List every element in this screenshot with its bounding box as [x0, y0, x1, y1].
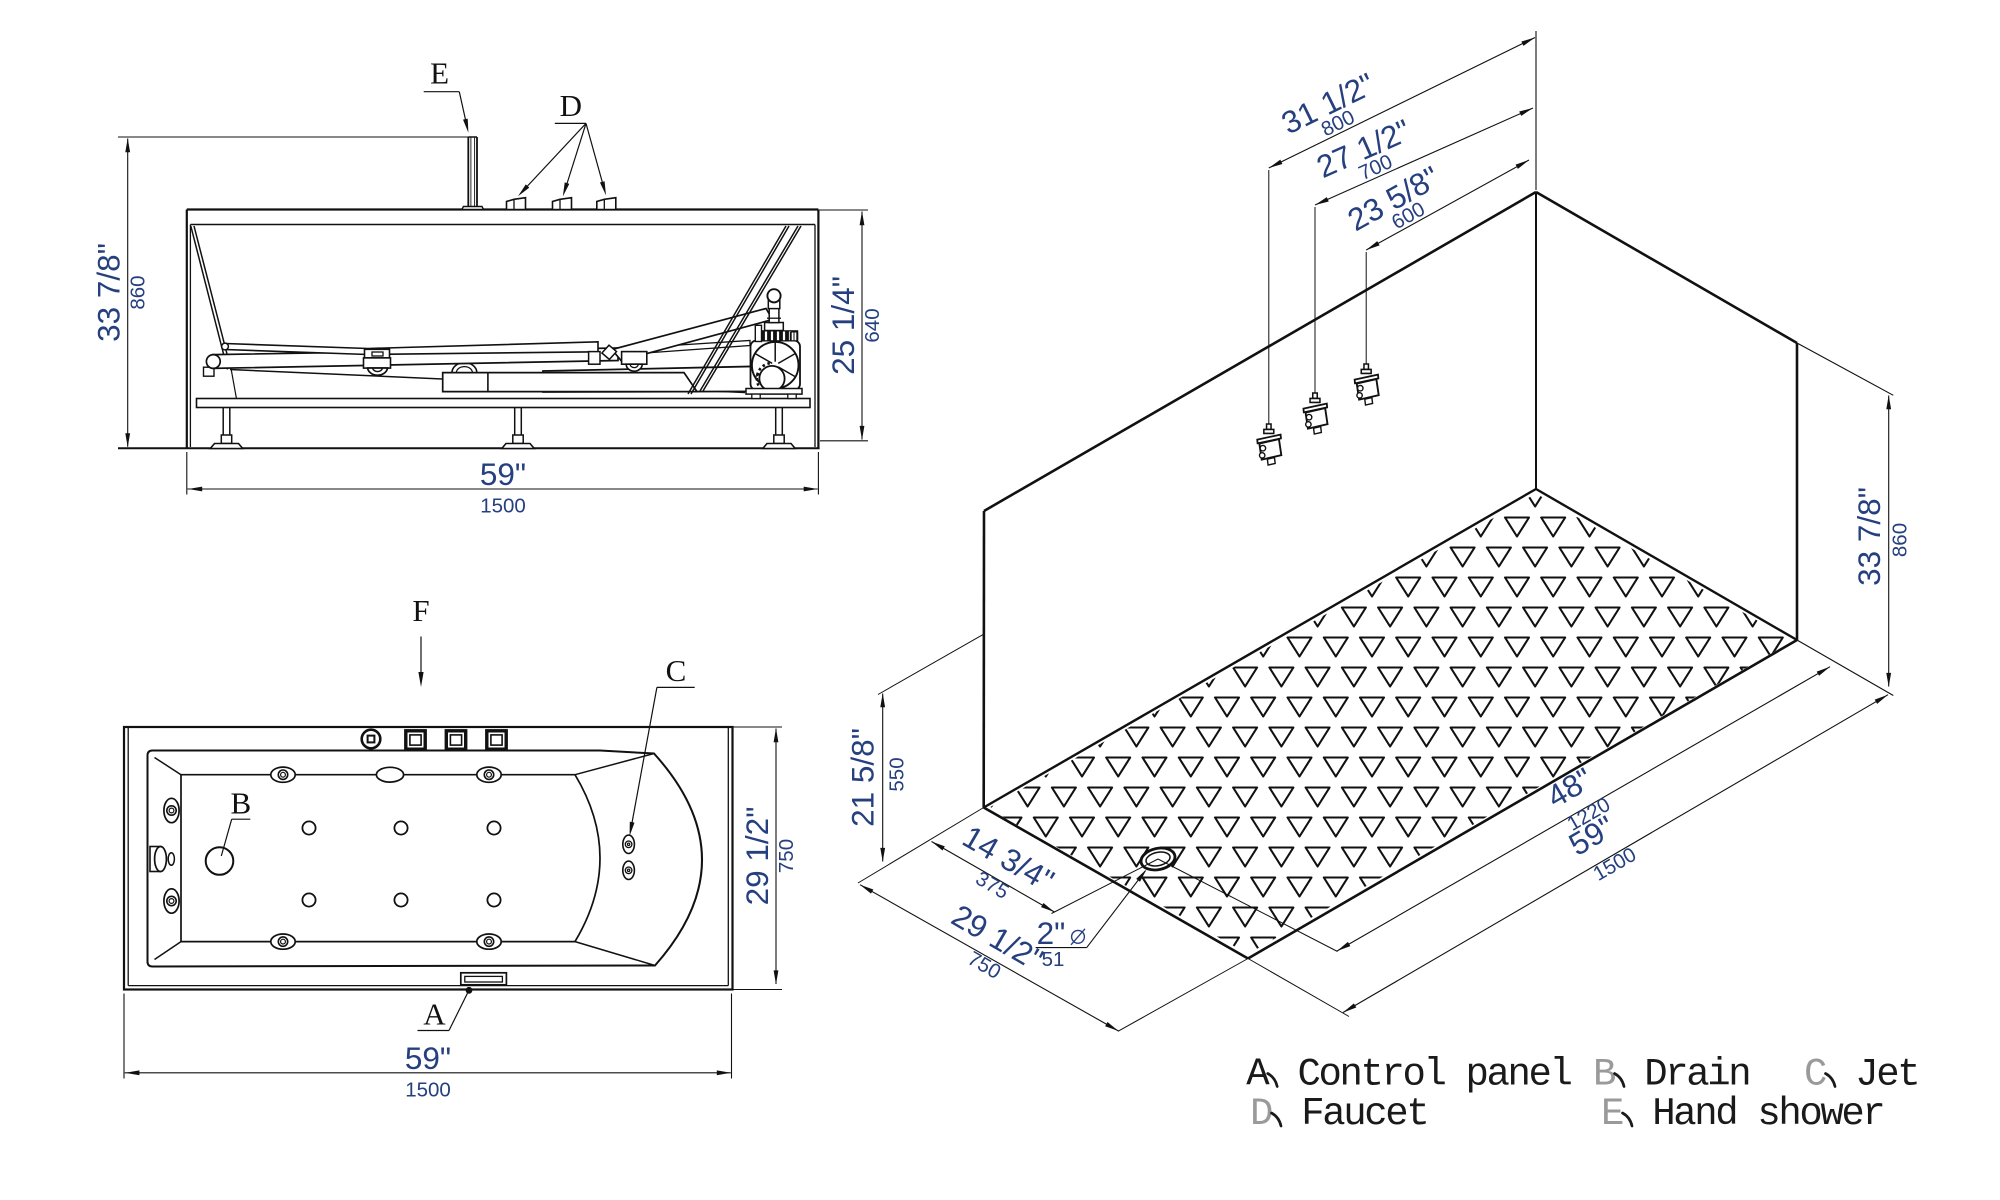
svg-text:C: C — [666, 653, 687, 688]
svg-text:E: E — [1601, 1092, 1623, 1136]
svg-text:Hand shower: Hand shower — [1652, 1092, 1883, 1136]
svg-text:59": 59" — [480, 456, 526, 492]
svg-text:Control panel: Control panel — [1298, 1053, 1572, 1097]
svg-text:59": 59" — [405, 1040, 451, 1076]
svg-text:33 7/8": 33 7/8" — [1851, 487, 1887, 586]
svg-text:25 1/4": 25 1/4" — [825, 276, 861, 375]
svg-text:1500: 1500 — [405, 1078, 451, 1101]
svg-text:750: 750 — [775, 839, 798, 873]
svg-text:21 5/8": 21 5/8" — [845, 728, 881, 827]
svg-text:F: F — [412, 593, 429, 628]
svg-text:Jet: Jet — [1855, 1053, 1918, 1097]
svg-text:D: D — [1250, 1092, 1272, 1136]
svg-text:B: B — [1593, 1053, 1615, 1097]
svg-text:860: 860 — [1889, 523, 1912, 557]
svg-text:550: 550 — [886, 757, 909, 791]
svg-text:Faucet: Faucet — [1301, 1092, 1427, 1136]
svg-text:2": 2" — [1037, 915, 1066, 951]
svg-text:E: E — [430, 56, 449, 91]
svg-text:B: B — [230, 786, 251, 821]
svg-text:C: C — [1804, 1053, 1826, 1097]
svg-text:640: 640 — [861, 308, 884, 342]
svg-text:A: A — [423, 997, 446, 1032]
svg-text:29 1/2": 29 1/2" — [739, 807, 775, 906]
svg-text:D: D — [560, 88, 582, 123]
svg-text:33 7/8": 33 7/8" — [91, 243, 127, 342]
svg-text:860: 860 — [127, 275, 150, 309]
svg-text:A: A — [1246, 1053, 1270, 1097]
svg-text:51: 51 — [1042, 948, 1065, 971]
svg-text:1500: 1500 — [480, 495, 526, 518]
svg-text:Drain: Drain — [1644, 1053, 1749, 1097]
